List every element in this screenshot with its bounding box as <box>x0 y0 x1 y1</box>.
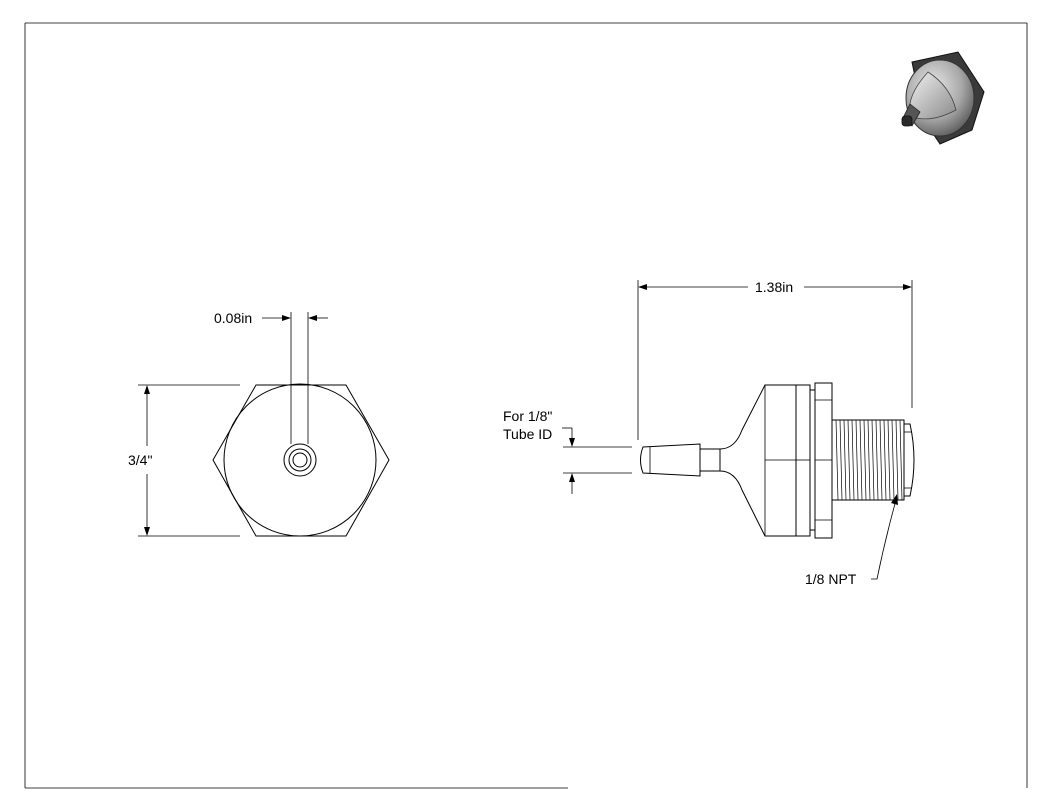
cone-body <box>719 384 797 537</box>
nut <box>814 382 833 539</box>
tube-note-line1: For 1/8" <box>503 408 552 424</box>
tube-note-line2: Tube ID <box>503 426 552 442</box>
hole-diameter-dimension: 0.08in <box>214 310 328 444</box>
tube-id-dimension: For 1/8" Tube ID <box>503 408 632 494</box>
overall-length-dimension: 1.38in <box>637 279 913 440</box>
barb-tip <box>640 443 701 477</box>
thread-line <box>843 419 847 501</box>
thread-line <box>847 419 851 501</box>
body-circle <box>223 383 377 537</box>
barb-tip-iso <box>901 115 913 127</box>
thread-line <box>839 419 843 501</box>
hex-height-label: 3/4" <box>128 452 152 468</box>
threaded-section <box>831 419 905 501</box>
hex-height-dimension: 3/4" <box>128 384 240 537</box>
hex-flange <box>795 384 811 537</box>
thread-line <box>887 419 891 501</box>
thread-line <box>871 419 875 501</box>
isometric-preview <box>901 51 985 145</box>
thread-line <box>867 419 871 501</box>
bore-inner <box>292 452 308 468</box>
cone-iso <box>909 71 957 120</box>
overall-length-label: 1.38in <box>755 279 793 295</box>
thread-line <box>891 419 895 501</box>
thread-line <box>859 419 863 501</box>
thread-line <box>895 419 899 501</box>
hole-diameter-label: 0.08in <box>214 310 252 326</box>
thread-line <box>879 419 883 501</box>
bore-outer <box>283 443 317 477</box>
barb-stem <box>699 448 721 472</box>
bore-middle <box>288 448 312 472</box>
thread-line <box>875 419 879 501</box>
thread-line <box>835 419 839 501</box>
thread-line <box>855 419 859 501</box>
sheet-border <box>24 22 1028 789</box>
thread-line <box>863 419 867 501</box>
thread-callout: 1/8 NPT <box>805 494 898 587</box>
thread-line <box>851 419 855 501</box>
thread-line <box>899 419 903 501</box>
thread-line <box>883 419 887 501</box>
thread-callout-label: 1/8 NPT <box>805 571 857 587</box>
front-view: 0.08in 3/4" <box>128 310 390 537</box>
hex-outline <box>212 384 390 537</box>
side-view: 1.38in For 1/8" Tube ID 1/8 NPT <box>503 279 915 587</box>
end-cap <box>903 423 915 497</box>
washer-1 <box>809 389 816 531</box>
